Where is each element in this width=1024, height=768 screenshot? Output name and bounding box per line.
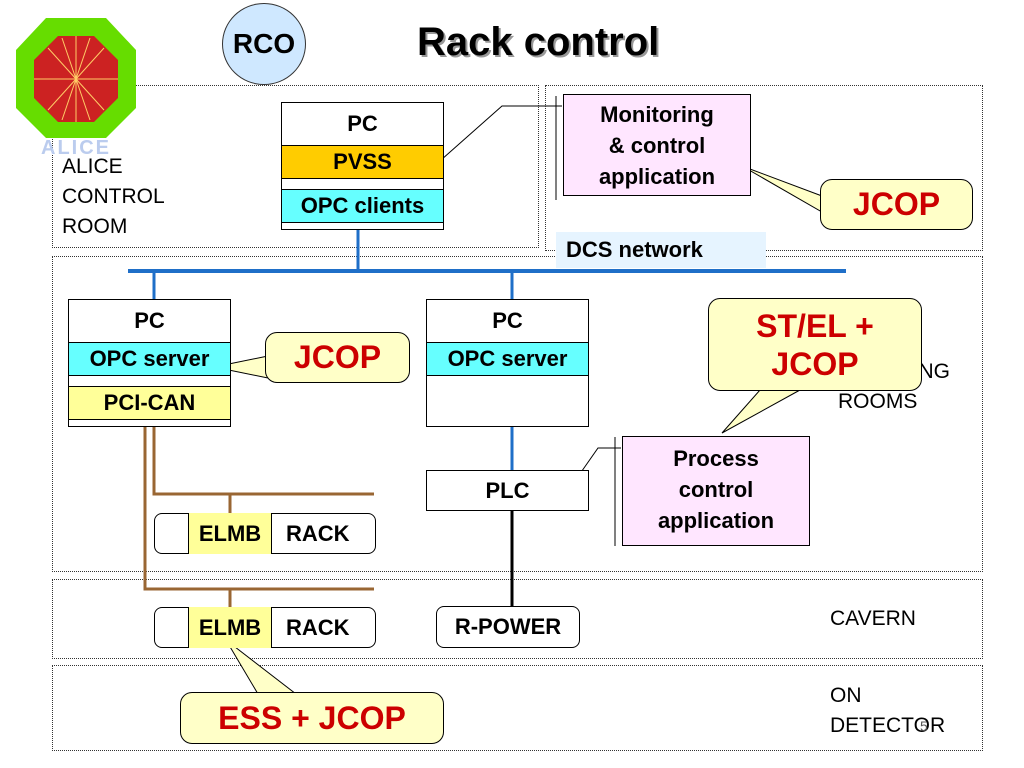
monitoring-app-line2: & control (608, 133, 706, 158)
can-bus-2 (143, 427, 374, 591)
process-app-line1: Process (673, 446, 759, 471)
rack-2: ELMB RACK (154, 607, 376, 648)
pc-left: PC OPC server PCI-CAN (68, 299, 231, 427)
monitoring-control-app: Monitoring & control application (563, 94, 751, 196)
opc-server-layer-left: OPC server (69, 342, 230, 376)
control-room-line1: ALICE (62, 155, 123, 178)
control-room-label: ALICE CONTROL ROOM (62, 152, 165, 242)
plc-label: PLC (485, 478, 530, 503)
cavern-zone (52, 579, 983, 659)
pc-left-title: PC (134, 308, 165, 333)
on-detector-zone (52, 665, 983, 751)
rack-2-label: RACK (286, 615, 350, 640)
alice-logo: ALICE (16, 18, 136, 156)
monitoring-app-line3: application (598, 164, 716, 189)
pc-top-title: PC (347, 111, 378, 136)
control-room-line3: ROOM (62, 215, 128, 238)
cavern-label: CAVERN (830, 607, 916, 630)
control-room-zone (52, 85, 539, 248)
page-number: 5 (920, 718, 928, 734)
dcs-network-label: DCS network (556, 232, 766, 268)
rack-1-label: RACK (286, 521, 350, 546)
on-detector-label: ON DETECTOR (830, 681, 945, 741)
process-control-app: Process control application (622, 436, 810, 546)
stel-callout-line1: ST/EL + (756, 308, 874, 344)
jcop-left-callout: JCOP (265, 332, 410, 383)
process-app-line2: control (678, 477, 754, 502)
stel-callout-line2: JCOP (771, 346, 859, 382)
counting-rooms-lower-zone (52, 256, 983, 572)
opc-clients-layer: OPC clients (282, 189, 443, 223)
rpower-label: R-POWER (454, 614, 562, 639)
can-bus-1 (152, 427, 374, 496)
rco-badge: RCO (222, 3, 306, 85)
jcop-top-callout: JCOP (820, 179, 973, 230)
stel-jcop-callout: ST/EL + JCOP (708, 298, 922, 391)
opc-server-layer-right: OPC server (427, 342, 588, 376)
alice-logo-text: ALICE (41, 137, 111, 156)
page-title: Rack control (417, 20, 660, 64)
rack-1: ELMB RACK (154, 513, 376, 554)
ess-tail (225, 639, 298, 695)
pvss-layer: PVSS (282, 145, 443, 179)
jcop-top-tail (741, 165, 823, 213)
plc-box: PLC (426, 470, 589, 511)
monitoring-pointer (440, 105, 562, 161)
monitoring-app-line1: Monitoring (600, 102, 714, 127)
rco-badge-label: RCO (232, 28, 296, 59)
ess-jcop-callout: ESS + JCOP (180, 692, 444, 744)
pc-top: PC PVSS OPC clients (281, 102, 444, 230)
rack-2-elmb: ELMB (188, 607, 272, 648)
pci-can-layer: PCI-CAN (69, 386, 230, 420)
on-detector-line2: DETECTOR (830, 714, 946, 737)
process-app-line3: application (657, 508, 775, 533)
on-detector-line1: ON (830, 684, 862, 707)
stel-tail (721, 389, 801, 434)
rack-1-elmb: ELMB (188, 513, 272, 554)
rpower-box: R-POWER (436, 606, 580, 648)
pc-right: PC OPC server (426, 299, 589, 427)
control-room-line2: CONTROL (62, 185, 165, 208)
pc-right-title: PC (492, 308, 523, 333)
counting-rooms-line2: ROOMS (838, 390, 918, 413)
